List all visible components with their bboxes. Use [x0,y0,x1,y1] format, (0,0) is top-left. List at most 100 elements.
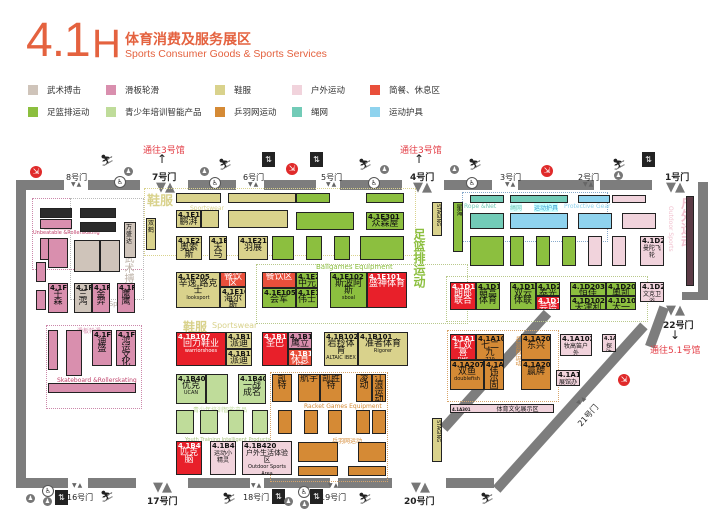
booth-b105[interactable]: 4.1B105圣巴 [262,332,288,366]
booth[interactable] [360,236,404,260]
booth-d105[interactable]: 4.1D105双云体联 [510,282,536,310]
booth-b429[interactable]: 4.1B429匹克脑 [176,441,202,475]
booth[interactable] [278,410,292,434]
gate-18[interactable]: 18号门 [243,493,270,502]
booth[interactable] [36,262,46,282]
booth-rope-tall[interactable]: 星海 [453,202,463,252]
booth[interactable] [296,193,330,203]
gate-22[interactable]: 22号门 [663,321,694,331]
booth[interactable] [36,290,46,310]
booth[interactable] [358,442,386,462]
booth-e151[interactable]: 4.1E151鹏湃 [176,210,201,228]
booth[interactable] [612,195,646,203]
booth-b109[interactable]: 4.1B109派迪 [226,349,252,366]
booth-food1[interactable]: 餐饮区 [220,272,246,287]
booth-e201[interactable]: 4.1E201中元 [296,272,318,288]
booth[interactable] [48,330,58,370]
direction-to-hall3-right[interactable]: 通往3号馆 [400,146,442,156]
booth[interactable] [201,210,219,228]
booth[interactable] [470,195,504,203]
booth[interactable] [334,236,350,260]
booth[interactable] [348,466,386,476]
booth[interactable] [80,222,116,232]
booth[interactable] [176,193,221,203]
direction-to-hall3-left[interactable]: 通往3号馆 [143,146,185,156]
booth-d206[interactable]: 4.1D206曼陀飞轮 [640,236,664,266]
booth-racket2[interactable]: 航宇 [298,374,320,402]
booth[interactable] [470,213,504,229]
booth-skate1[interactable]: 4.1F201千森 [48,283,68,313]
booth[interactable] [296,212,354,230]
gate-1[interactable]: 1号门 [665,173,690,183]
gate-20[interactable]: 20号门 [404,497,435,507]
booth-a206[interactable]: 4.1A206伟尔固 [484,360,504,390]
booth[interactable] [298,466,338,476]
booth-d106[interactable]: 4.1D106萌高体育 [476,282,500,310]
booth-a102[interactable]: 4.1A102牧高笛户外Mobi Garden [560,334,592,356]
booth[interactable] [372,410,386,434]
gate-16[interactable]: 16号门 [67,493,94,502]
booth[interactable] [470,236,504,266]
booth-racket4[interactable]: 凌动 [356,374,372,402]
gate-8[interactable]: 8号门 [66,173,88,182]
booth[interactable] [252,410,268,434]
booth-combat2[interactable]: 4.1F101金羿 [92,283,110,313]
booth[interactable] [510,236,524,266]
booth-racket1[interactable]: 凯特 [272,374,292,402]
booth[interactable] [588,236,602,266]
booth[interactable] [304,410,318,434]
booth-combat3[interactable]: 4.1F101鹰鹰 [117,283,135,313]
booth[interactable] [536,236,550,266]
booth-d102[interactable]: 4.1D102天津利生 [570,296,606,310]
booth-d205[interactable]: 4.1D205泰光 [536,282,560,296]
booth-shoe-left[interactable]: 双鹤 [146,218,156,250]
booth-e213[interactable]: 4.1E213奥索斯 [176,236,202,260]
gate-17[interactable]: 17号门 [147,497,178,507]
booth-a301[interactable]: 4.1A301 体育文化展示区 [450,404,554,413]
booth-a205[interactable]: 4.1A205东兴 [521,334,551,360]
booth-combat1[interactable]: 4.1F101三鸿 [74,283,92,313]
booth-racket5[interactable]: 江浪运动 [372,374,386,402]
booth[interactable] [100,240,120,272]
booth-a203[interactable]: 4.1A203赢牌 [521,360,551,390]
booth[interactable] [228,193,296,203]
booth[interactable] [622,213,656,229]
booth-a101[interactable]: 4.1A101探路 [602,334,616,352]
booth-d201[interactable]: 4.1D201文克卫浴 [640,282,664,302]
gate-5[interactable]: 5号门 [321,173,343,182]
booth-a105[interactable]: 4.1A105七二九729 [476,334,504,360]
booth-a107[interactable]: 4.1A107红双喜DHS [450,334,476,360]
gate-3[interactable]: 3号门 [500,173,522,182]
booth[interactable] [200,410,218,434]
booth[interactable] [328,410,342,434]
booth[interactable] [74,240,100,272]
booth-staging1[interactable]: STAGING [432,202,442,236]
booth-b106[interactable]: 4.1B106派迪 [226,332,252,349]
booth[interactable] [40,208,72,218]
booth[interactable] [510,213,568,229]
booth[interactable] [40,219,72,229]
booth[interactable] [206,374,228,404]
booth[interactable] [298,442,338,462]
booth-b103[interactable]: 4.1B103鹰立 [288,332,312,349]
booth-e217[interactable]: 4.1E217天马 [209,236,227,260]
booth[interactable] [510,195,568,203]
booth-d107[interactable]: 4.1D107朗郎联合 [450,282,476,310]
booth-yizhan[interactable]: 4.1B407一战成名 [238,374,266,404]
gate-6[interactable]: 6号门 [243,173,265,182]
booth-e106[interactable]: 4.1E106海尔斯 [220,287,246,308]
booth[interactable] [66,330,82,376]
booth-e103[interactable]: 4.1E103伟士 [296,288,318,308]
gate-2[interactable]: 2号门 [578,173,600,182]
gate-4[interactable]: 4号门 [410,173,435,183]
booth-skate2[interactable]: 4.1F204迪盛 [92,330,112,366]
booth[interactable] [48,383,136,393]
